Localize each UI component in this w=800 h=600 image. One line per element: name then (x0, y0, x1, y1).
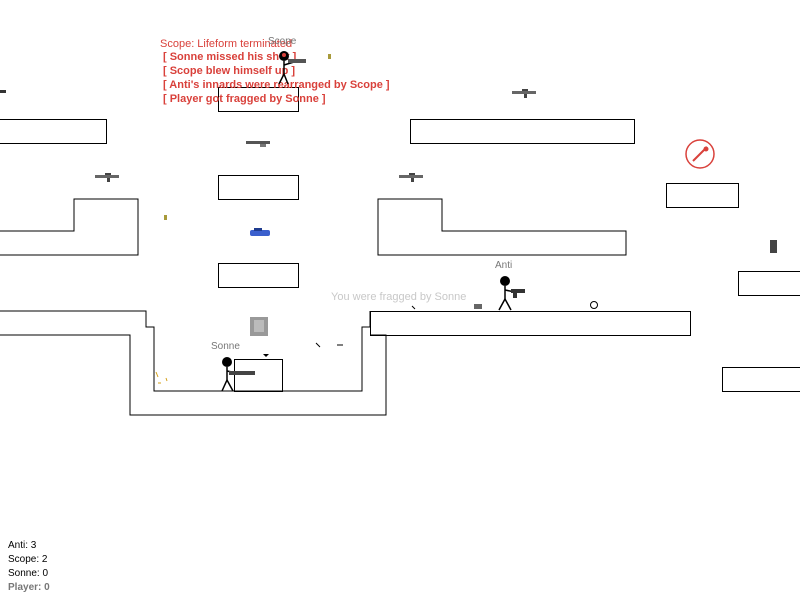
platform-center-2 (218, 175, 299, 200)
status-message: Scope: Lifeform terminated (160, 38, 293, 50)
score-entry: Sonne: 0 (8, 568, 49, 579)
platform-center-3 (218, 263, 299, 288)
kill-feed-line: [ Sonne missed his shot ] (163, 51, 297, 63)
armor-pickup-icon (250, 317, 268, 336)
corpse-debris (263, 304, 482, 357)
score-entry: Anti: 3 (8, 540, 37, 551)
grenade-icon (590, 301, 598, 309)
kill-feed-line: [ Anti's innards were rearranged by Scop… (163, 79, 390, 91)
shotgun-icon (246, 141, 270, 147)
pistol-icon (0, 90, 6, 93)
score-entry-player: Player: 0 (8, 582, 50, 593)
ammo-shell-icon (164, 215, 167, 220)
player-name-sonne: Sonne (211, 341, 240, 352)
kill-feed-line: [ Player got fragged by Sonne ] (163, 93, 326, 105)
platform-far-right-1 (666, 183, 739, 208)
ammo-box-icon (770, 240, 777, 253)
blue-blaster-icon (250, 228, 270, 236)
platform-far-right-3 (722, 367, 800, 392)
character-anti (498, 276, 525, 311)
score-entry: Scope: 2 (8, 554, 48, 565)
health-pickup-icon (685, 139, 715, 169)
muzzle-flash-icon (155, 371, 168, 384)
character-scope (278, 51, 306, 85)
ammo-shell-icon (328, 54, 331, 59)
character-sonne (221, 357, 255, 392)
rifle-icon (399, 173, 423, 182)
player-name-anti: Anti (495, 260, 513, 271)
center-notice: You were fragged by Sonne (331, 291, 467, 303)
platform-right-ground (370, 311, 691, 336)
platform-center-1 (218, 87, 299, 112)
platform-left-top (0, 119, 107, 144)
rifle-icon (512, 89, 536, 98)
platform-far-right-2 (738, 271, 800, 296)
player-name-scope: Scope (268, 36, 297, 47)
platform-right-long (410, 119, 635, 144)
rifle-icon (95, 173, 119, 182)
kill-feed-line: [ Scope blew himself up ] (163, 65, 296, 77)
